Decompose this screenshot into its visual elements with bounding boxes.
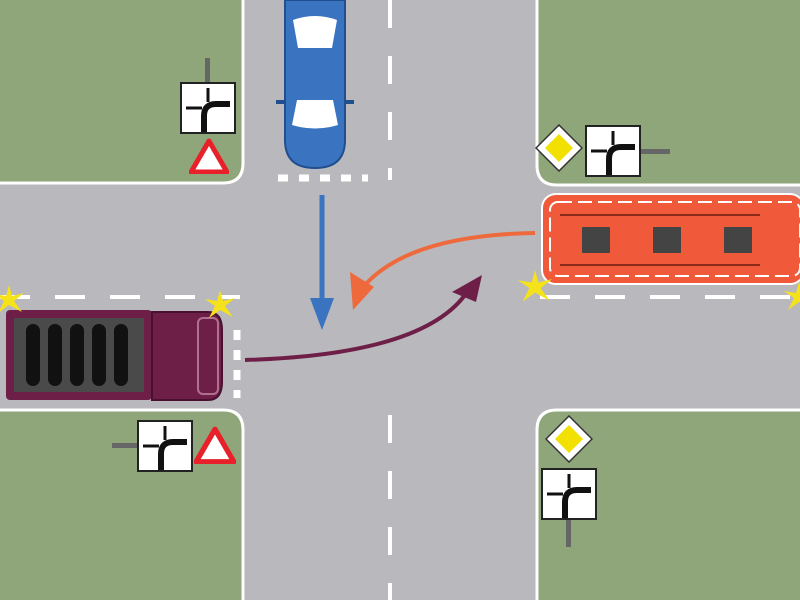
blue-car [276, 0, 354, 170]
purple-arrow [244, 275, 482, 362]
priority-road-bent-sign-icon [542, 469, 596, 519]
red-bus [518, 193, 800, 310]
sign-bottom-left [112, 421, 234, 471]
sign-top-left [181, 58, 235, 172]
priority-road-bent-sign-icon [586, 126, 640, 176]
priority-road-bent-sign-icon [181, 83, 235, 133]
priority-road-bent-sign-icon [138, 421, 192, 471]
sign-bottom-right [542, 415, 596, 547]
sign-top-right [535, 124, 670, 176]
purple-truck [0, 285, 235, 401]
orange-arrow [350, 231, 536, 310]
blue-arrow [310, 195, 334, 330]
